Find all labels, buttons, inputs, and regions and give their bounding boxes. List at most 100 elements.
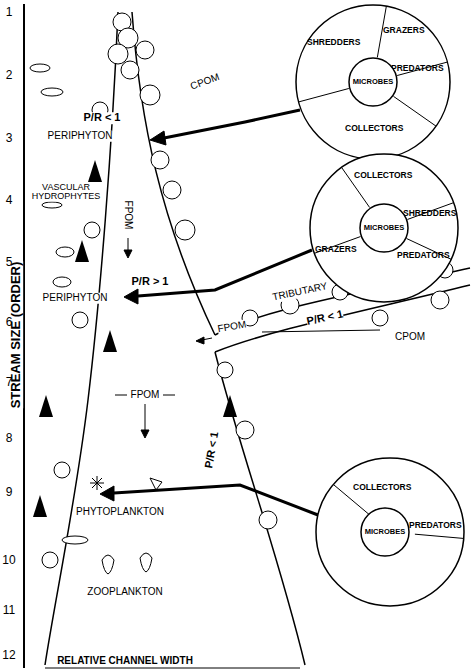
sector-line [314,237,360,254]
phytoplankton-icon [90,476,104,490]
zooplankton-icon [140,553,152,572]
tree-canopy [431,291,449,309]
order-number: 5 [6,256,13,269]
arrow-head [124,250,132,258]
guild-label: COLLECTORS [354,171,412,180]
order-number: 3 [6,132,13,145]
tree-canopy [151,151,169,169]
fpom-dash [115,395,127,396]
tree-canopy [108,44,128,64]
circle-outline [296,5,450,159]
tree-canopy [84,222,100,238]
phytoplankton-icon [150,478,162,490]
plankton [90,476,162,574]
ratio-label: P/R < 1 [203,431,221,469]
width-bar [45,668,300,669]
conifer [33,160,237,517]
tree-canopy [236,421,254,439]
sector-line [299,88,349,101]
fpom-dash [163,395,175,396]
microbe-circle: MICROBES [348,57,398,107]
left-bank [45,12,118,665]
tree-canopy [175,220,195,240]
axis-title: RELATIVE CHANNEL WIDTH [57,656,193,667]
circle-outline [310,154,458,302]
fpom-arrow [145,404,146,432]
tree-canopy [217,362,233,378]
sector-line [415,534,464,538]
tree-canopy [136,41,154,59]
arrow-head [100,486,114,501]
ratio-label: P/R < 1 [306,309,345,328]
sector-line [393,96,436,126]
microbes-label: MICROBES [360,528,410,536]
guild-label: SHREDDERS [307,38,360,47]
order-number: 4 [6,194,13,207]
right-bank [215,352,305,665]
conifer [33,495,47,517]
material-label: CPOM [189,72,221,92]
guild-circle: COLLECTORS GRAZERS SHREDDERS PREDATORS MICRO… [309,153,459,303]
cpom-arrow [262,330,380,332]
microbes-label: MICROBES [348,78,398,86]
right-bank [132,12,215,335]
circle-outline [316,458,464,606]
conifer [223,395,237,417]
arrow-head [141,430,149,438]
flow-arrow [164,110,300,138]
tree-canopy [140,85,160,105]
guild-label: GRAZERS [315,245,357,254]
microbe-circle: MICROBES [360,507,410,557]
order-number: 12 [2,649,15,662]
circle-outline [349,58,397,106]
arrow-head [124,289,138,304]
order-number: 1 [6,6,13,19]
conifer [103,330,117,352]
producer-label: PERIPHYTON [43,293,108,304]
order-number: 6 [6,316,13,329]
fish [30,64,50,72]
circle-outline [360,204,408,252]
fish [42,202,62,208]
tributary-label: TRIBUTARY [272,281,329,303]
arrow-head [196,337,204,344]
tree-canopy [121,61,139,79]
tree-canopy [372,310,388,326]
tree-canopy [163,181,181,199]
guild-label: COLLECTORS [353,483,411,492]
tree-canopy [72,312,88,328]
guild-label: PREDATORS [397,251,450,260]
order-number: 8 [6,432,13,445]
producer-label: PERIPHYTON [48,131,113,142]
fish [62,536,88,544]
order-number: 7 [6,376,13,389]
conifer [39,395,53,417]
tree-canopy [42,552,58,568]
arrow-head [150,131,166,145]
order-number: 10 [2,554,15,567]
material-label: FPOM [217,319,247,334]
guild-label: COLLECTORS [345,124,403,133]
axis-line [23,4,25,668]
guild-label: SHREDDERS [403,209,456,218]
microbes-label: MICROBES [359,224,409,232]
microbe-circle: MICROBES [359,203,409,253]
zooplankton-icon [102,555,114,574]
conifer [88,160,102,182]
order-number: 9 [6,486,13,499]
consumer-label: ZOOPLANKTON [87,587,162,598]
tree-canopy [54,462,70,478]
producer-label: VASCULAR HYDROPHYTES [28,183,104,202]
order-number: 11 [3,604,15,617]
material-label: FPOM [131,390,160,401]
fish [41,88,63,96]
tree-canopy [259,511,277,529]
guild-circle: SHREDDERSGRAZERSPREDATORSCOLLECTORSMICRO… [295,4,451,160]
material-label: FPOM [123,201,134,230]
ratio-label: P/R > 1 [132,276,169,288]
material-label: CPOM [395,332,425,343]
guild-label: PREDATORS [409,521,462,530]
tributary-bank [215,285,470,352]
guild-label: GRAZERS [383,26,425,35]
